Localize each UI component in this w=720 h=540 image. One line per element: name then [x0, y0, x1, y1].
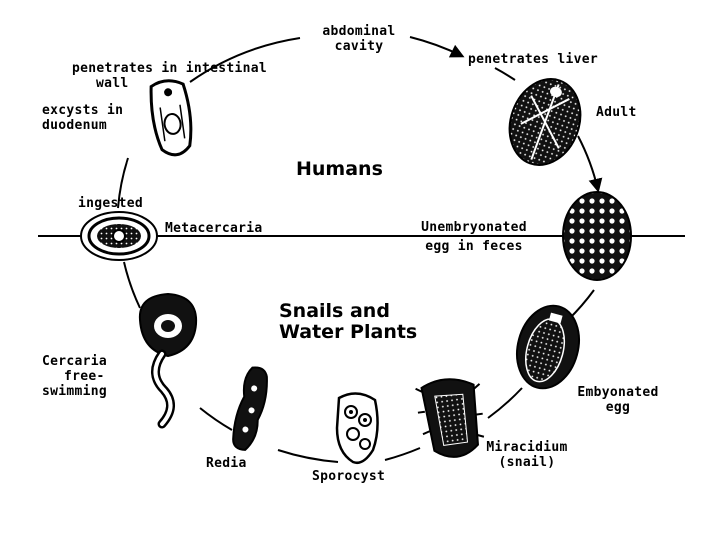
label-unembryonated-line2: egg in feces	[394, 239, 554, 254]
cercaria	[140, 294, 196, 424]
arrow-liver-to-adult	[495, 68, 515, 80]
label-intestinal-line2: wall	[72, 76, 267, 91]
label-cercaria: Cercaria free- swimming	[42, 354, 107, 399]
label-redia: Redia	[206, 456, 247, 471]
region-humans-label: Humans	[296, 158, 383, 180]
label-ingested: ingested	[78, 196, 143, 211]
label-adult: Adult	[596, 105, 637, 120]
label-unembryonated-egg: Unembryonated egg in feces	[394, 220, 554, 254]
label-abdominal-cavity-line2: cavity	[305, 39, 413, 54]
arrow-adult-to-egg	[578, 136, 598, 190]
label-cercaria-line2: free-	[42, 369, 107, 384]
label-metacercaria: Metacercaria	[165, 221, 263, 236]
label-penetrates-liver: penetrates liver	[468, 52, 598, 67]
label-sporocyst: Sporocyst	[312, 469, 385, 484]
arrow-redia-to-cercaria	[200, 408, 232, 430]
label-cercaria-line3: swimming	[42, 384, 107, 399]
label-penetrates-intestinal-wall: penetrates in intestinal wall	[72, 61, 267, 91]
redia	[230, 365, 271, 452]
label-miracidium-line2: (snail)	[475, 455, 579, 470]
label-miracidium-line1: Miracidium	[475, 440, 579, 455]
region-snails-label-line2: Water Plants	[279, 321, 417, 343]
label-unembryonated-line1: Unembryonated	[394, 220, 554, 235]
unembryonated-egg	[563, 192, 631, 280]
label-cercaria-line1: Cercaria	[42, 354, 107, 369]
label-excysts-line2: duodenum	[42, 118, 123, 133]
arrow-cavity-to-liver	[410, 37, 462, 56]
label-miracidium: Miracidium (snail)	[475, 440, 579, 470]
label-embryonated-line1: Embyonated	[556, 385, 680, 400]
label-embryonated-line2: egg	[556, 400, 680, 415]
arrow-miracidium-to-sporocyst	[385, 448, 420, 460]
label-excysts: excysts in duodenum	[42, 103, 123, 133]
metacercaria	[81, 212, 157, 260]
region-snails-label-line1: Snails and	[279, 300, 390, 322]
label-abdominal-cavity: abdominal cavity	[305, 24, 413, 54]
arrow-cercaria-to-metacercaria	[124, 262, 140, 308]
label-excysts-line1: excysts in	[42, 103, 123, 118]
sporocyst	[337, 393, 378, 462]
label-embryonated-egg: Embyonated egg	[556, 385, 680, 415]
adult-fluke	[498, 69, 592, 175]
arrow-embryonated-to-miracidium	[488, 388, 522, 418]
label-intestinal-line1: penetrates in intestinal	[72, 61, 267, 76]
arrow-sporocyst-to-redia	[278, 450, 338, 462]
label-abdominal-cavity-line1: abdominal	[305, 24, 413, 39]
